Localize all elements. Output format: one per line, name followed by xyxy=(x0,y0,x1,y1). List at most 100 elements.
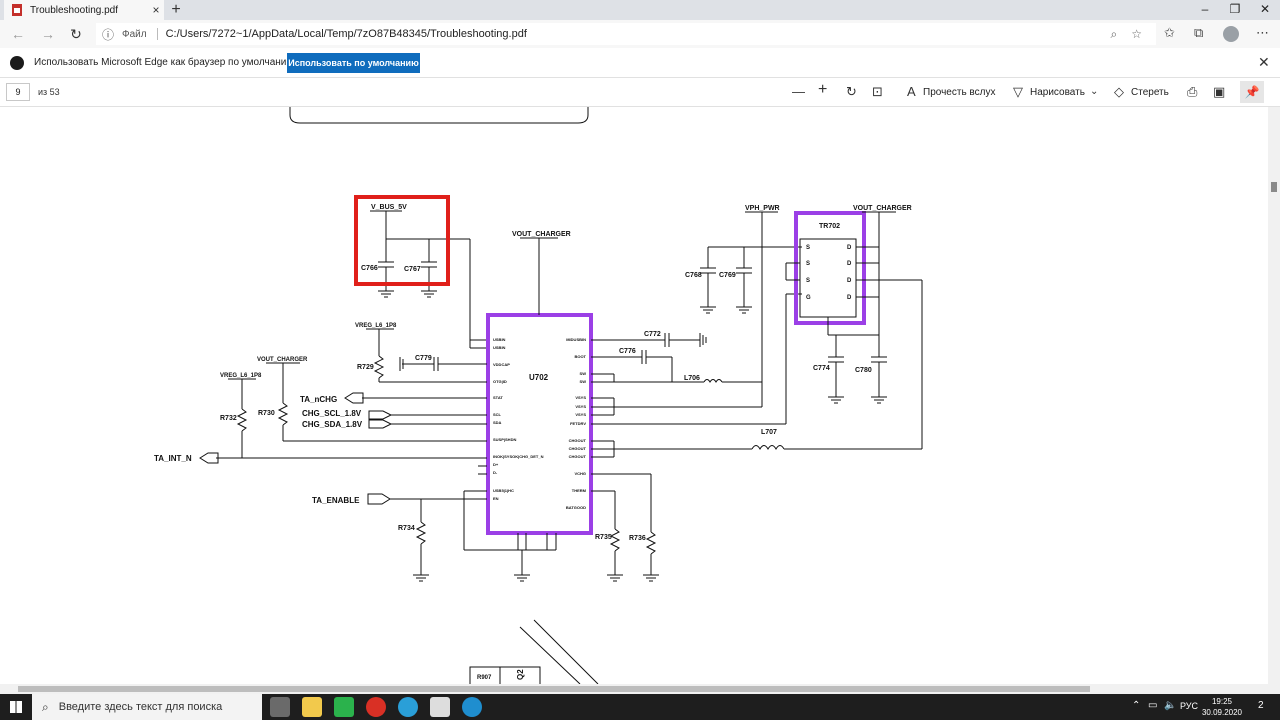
address-bar[interactable]: ⓘ Файл C:/Users/7272~1/AppData/Local/Tem… xyxy=(96,23,1156,45)
forward-button[interactable]: → xyxy=(41,26,55,42)
infobar-message: Использовать Microsoft Edge как браузер … xyxy=(34,57,300,68)
edge-icon[interactable] xyxy=(462,697,482,717)
pdf-page[interactable]: V_BUS_5V C766 C767 U702 VOUT_CHARGER USB… xyxy=(0,107,1268,684)
erase-button[interactable]: Стереть xyxy=(1131,87,1169,98)
u702-pin-right-11: VCHG xyxy=(574,471,586,476)
tab-title: Troubleshooting.pdf xyxy=(30,4,119,16)
minimize-button[interactable]: – xyxy=(1201,2,1209,16)
label-tr702: TR702 xyxy=(819,223,840,230)
u702-pin-right-6: VSYS xyxy=(575,412,586,417)
u702-pin-left-12: EN xyxy=(493,496,499,501)
label-r732: R732 xyxy=(220,415,237,422)
start-button[interactable] xyxy=(0,694,32,720)
zoom-icon[interactable]: ⌕ xyxy=(1110,26,1118,41)
tab-troubleshooting[interactable]: Troubleshooting.pdf × xyxy=(4,0,164,20)
u702-pin-left-7: SUSP|SHDN xyxy=(493,437,516,442)
read-aloud-button[interactable]: Прочесть вслух xyxy=(923,87,996,98)
tr702-pin-6: D xyxy=(847,278,852,284)
restore-button[interactable]: ❐ xyxy=(1229,2,1241,16)
port-chg-scl: CHG_SCL_1.8V xyxy=(302,409,362,418)
port-ta-int-n: TA_INT_N xyxy=(154,454,192,463)
notifications-badge[interactable]: 2 xyxy=(1258,700,1264,711)
label-c767: C767 xyxy=(404,266,421,273)
tab-strip: Troubleshooting.pdf × + – ❐ ✕ xyxy=(0,0,1280,20)
tab-close-button[interactable]: × xyxy=(152,3,160,17)
back-button[interactable]: ← xyxy=(11,26,25,42)
windows-logo-icon xyxy=(10,701,22,713)
info-icon[interactable]: ⓘ xyxy=(102,27,115,42)
favorite-star-icon[interactable]: ☆ xyxy=(1131,27,1142,41)
favorites-icon[interactable]: ✩ xyxy=(1164,25,1175,40)
print-icon[interactable]: ⎙ xyxy=(1187,84,1198,99)
rotate-icon[interactable]: ↻ xyxy=(846,84,857,99)
label-u702: U702 xyxy=(529,373,549,382)
task-view-icon[interactable] xyxy=(270,697,290,717)
collections-icon[interactable]: ⧉ xyxy=(1194,25,1204,40)
eraser-icon[interactable]: ◇ xyxy=(1114,84,1124,99)
u702-pin-right-10: CHGOUT xyxy=(569,454,587,459)
save-icon[interactable]: ▣ xyxy=(1213,84,1226,99)
horizontal-scrollbar[interactable] xyxy=(0,684,1280,694)
chrome-icon[interactable] xyxy=(366,697,386,717)
vertical-scroll-thumb[interactable] xyxy=(1271,182,1277,192)
profile-avatar[interactable] xyxy=(1223,26,1239,42)
u702-pin-left-6: SDA xyxy=(493,420,502,425)
7zip-icon[interactable] xyxy=(430,697,450,717)
u702-pin-left-2: VDDCAP xyxy=(493,362,510,367)
clock-time: 19:25 xyxy=(1211,697,1233,706)
vertical-scrollbar[interactable] xyxy=(1268,107,1280,684)
read-aloud-icon[interactable]: A xyxy=(907,84,916,99)
infobar-close-button[interactable]: ✕ xyxy=(1258,54,1270,70)
search-icon: ⌕ xyxy=(42,699,49,714)
tr702-pin-7: D xyxy=(847,295,852,301)
net-vph-pwr: VPH_PWR xyxy=(745,205,780,212)
u702-pin-right-8: CHGOUT xyxy=(569,438,587,443)
draw-button[interactable]: Нарисовать xyxy=(1030,87,1085,98)
network-icon[interactable]: ▭ xyxy=(1148,700,1158,711)
u702-pin-left-5: SCL xyxy=(493,412,502,417)
refresh-button[interactable]: ↻ xyxy=(70,26,82,42)
fit-page-icon[interactable]: ⊡ xyxy=(872,84,883,99)
u702-pin-right-5: VSYS xyxy=(575,404,586,409)
taskbar-search[interactable]: ⌕ Введите здесь текст для поиска xyxy=(32,694,262,720)
label-r735: R735 xyxy=(595,534,612,541)
u702-pin-left-0: USBIN xyxy=(493,337,506,342)
default-browser-infobar: Использовать Microsoft Edge как браузер … xyxy=(0,48,1280,78)
pdf-icon xyxy=(12,4,22,16)
net-v-bus: V_BUS_5V xyxy=(371,204,407,211)
tr702-pin-3: G xyxy=(806,295,811,301)
net-vout-charger-left: VOUT_CHARGER xyxy=(257,357,308,363)
draw-icon[interactable]: ▽ xyxy=(1013,84,1023,99)
zoom-in-icon[interactable]: + xyxy=(818,81,828,98)
windows-taskbar: ⌕ Введите здесь текст для поиска ⌃ ▭ 🔈 Р… xyxy=(0,694,1280,720)
file-explorer-icon[interactable] xyxy=(302,697,322,717)
taskbar-clock[interactable]: 19:25 30.09.2020 xyxy=(1198,696,1246,718)
set-default-button[interactable]: Использовать по умолчанию xyxy=(287,53,420,73)
telegram-icon[interactable] xyxy=(398,697,418,717)
pin-toolbar-button[interactable]: 📌 xyxy=(1240,81,1264,103)
new-tab-button[interactable]: + xyxy=(171,1,181,18)
page-number-input[interactable]: 9 xyxy=(6,83,30,101)
app-green-icon[interactable] xyxy=(334,697,354,717)
label-r736: R736 xyxy=(629,535,646,542)
more-menu-icon[interactable]: ⋯ xyxy=(1256,25,1269,40)
u702-pin-right-13: BATGOOD xyxy=(566,505,586,510)
label-r734: R734 xyxy=(398,525,415,532)
close-window-button[interactable]: ✕ xyxy=(1259,2,1271,16)
zoom-out-icon[interactable]: — xyxy=(792,84,805,99)
red-highlight-box xyxy=(354,195,450,286)
tray-chevron-icon[interactable]: ⌃ xyxy=(1132,700,1141,711)
volume-icon[interactable]: 🔈 xyxy=(1164,700,1177,711)
u702-pin-right-7: FETDRV xyxy=(570,421,586,426)
net-vout-charger-right: VOUT_CHARGER xyxy=(853,205,912,212)
horizontal-scroll-thumb[interactable] xyxy=(18,686,1090,692)
u702-pin-right-2: SW xyxy=(580,371,587,376)
chevron-down-icon[interactable]: ⌄ xyxy=(1090,86,1099,97)
u702-pin-right-3: SW xyxy=(580,379,587,384)
url-text[interactable]: C:/Users/7272~1/AppData/Local/Temp/7zO87… xyxy=(165,28,527,40)
language-indicator[interactable]: РУС xyxy=(1180,701,1199,711)
u702-pin-right-9: CHGOUT xyxy=(569,446,587,451)
schematic-drawing: V_BUS_5V C766 C767 U702 VOUT_CHARGER USB… xyxy=(154,107,923,684)
top-box-outline xyxy=(289,107,589,124)
u702-pin-left-8: INOK|SYSOK|CHG_DET_N xyxy=(493,454,544,459)
